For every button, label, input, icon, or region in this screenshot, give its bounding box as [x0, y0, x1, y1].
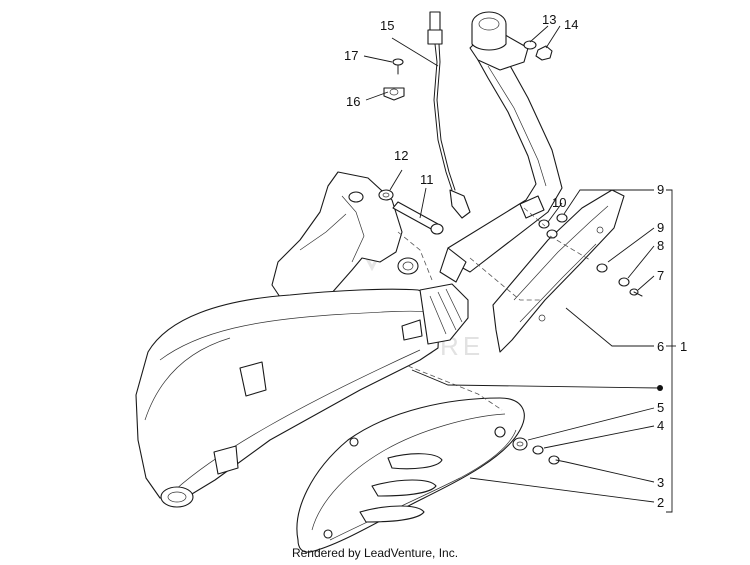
footer-credit: Rendered by LeadVenture, Inc. — [291, 546, 459, 560]
callout-14: 14 — [564, 17, 578, 32]
callout-16: 16 — [346, 94, 360, 109]
callout-7: 7 — [657, 268, 664, 283]
callout-6: 6 — [657, 339, 664, 354]
washer-10 — [538, 219, 558, 239]
assembly-guides — [397, 207, 591, 411]
callout-5: 5 — [657, 400, 664, 415]
leader-lines — [363, 25, 676, 513]
washer-9-lower — [596, 263, 608, 273]
support-bracket — [271, 171, 419, 306]
callout-11: 11 — [420, 172, 434, 187]
callouts: 1 2 3 4 5 6 7 8 9 9 10 11 12 13 14 15 16… — [344, 12, 687, 510]
callout-8: 8 — [657, 238, 664, 253]
callout-15: 15 — [380, 18, 394, 33]
callout-9-upper: 9 — [657, 182, 664, 197]
heat-shield-lower — [296, 397, 525, 553]
nut-14 — [535, 45, 553, 61]
bolt-7 — [629, 288, 643, 297]
muffler-body — [135, 283, 469, 508]
assembly-dot — [657, 385, 663, 391]
callout-17: 17 — [344, 48, 358, 63]
callout-9-lower: 9 — [657, 220, 664, 235]
callout-2: 2 — [657, 495, 664, 510]
screw-17 — [392, 58, 404, 75]
bolt-3 — [548, 455, 567, 465]
heat-shield-upper — [492, 189, 625, 353]
washer-4 — [532, 445, 544, 455]
callout-4: 4 — [657, 418, 664, 433]
washer-8 — [618, 277, 630, 287]
washer-12 — [378, 189, 394, 201]
callout-12: 12 — [394, 148, 408, 163]
exhaust-pipe — [439, 11, 563, 283]
lambda-sensor — [427, 11, 471, 219]
grommet-5 — [512, 437, 528, 451]
clamp-16 — [383, 87, 405, 101]
callout-3: 3 — [657, 475, 664, 490]
washer-9-upper — [556, 213, 568, 223]
callout-10: 10 — [552, 195, 566, 210]
callout-1: 1 — [680, 339, 687, 354]
bolt-11 — [392, 201, 444, 235]
washer-13 — [523, 40, 537, 50]
callout-13: 13 — [542, 12, 556, 27]
